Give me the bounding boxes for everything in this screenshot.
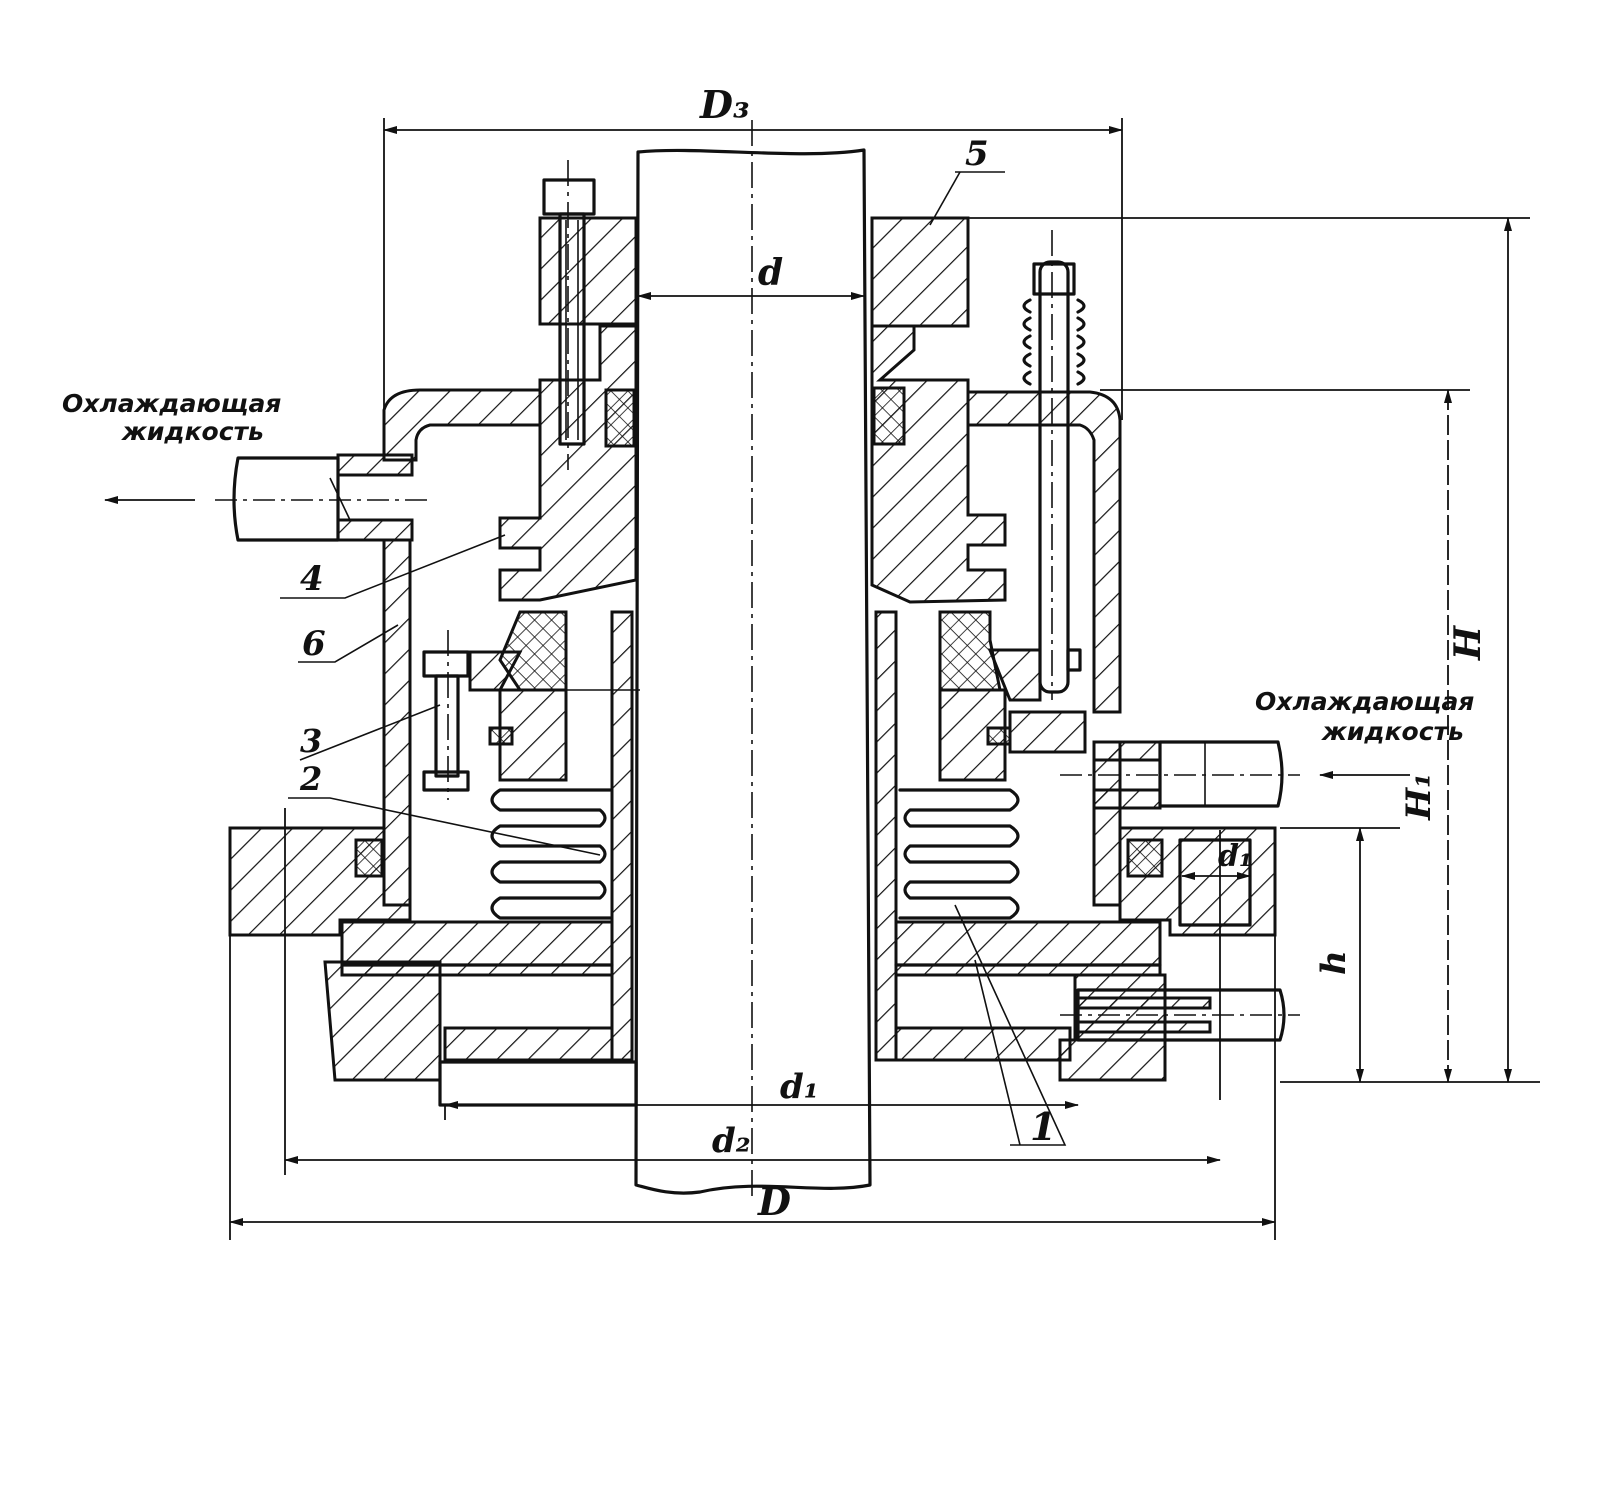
- base-flanges: [228, 826, 1300, 1107]
- label-H: H: [1447, 625, 1489, 661]
- rotating-ring: [422, 610, 1087, 792]
- gland-plate: [538, 178, 970, 446]
- spring-pin: [1022, 260, 1086, 694]
- dimensions: [104, 118, 1540, 1240]
- label-part-4: 4: [300, 559, 324, 599]
- coolant-left-line1: Охлаждающая: [62, 389, 281, 418]
- label-part-6: 6: [302, 624, 326, 664]
- labels: D₃ d d₁ d₁ d₂ D H H₁ h 5 4 6 3 2 1 Охлаж…: [62, 82, 1489, 1224]
- label-part-5: 5: [965, 134, 989, 174]
- label-d2: d₂: [712, 1121, 751, 1161]
- label-h: h: [1314, 950, 1354, 975]
- seal-housing: [382, 324, 1122, 714]
- label-D3: D₃: [699, 82, 750, 127]
- bellows: [490, 788, 1020, 920]
- coolant-right-line2: жидкость: [1321, 717, 1464, 746]
- label-d: d: [758, 252, 783, 294]
- coolant-left-line2: жидкость: [121, 417, 264, 446]
- label-part-2: 2: [299, 760, 322, 798]
- label-part-3: 3: [300, 722, 322, 760]
- coolant-right-line1: Охлаждающая: [1255, 687, 1474, 716]
- label-part-1: 1: [1030, 1104, 1056, 1149]
- shaft-sleeve: [610, 610, 898, 1062]
- label-d1-small: d₁: [1218, 839, 1252, 874]
- leaders: [280, 171, 1067, 1146]
- label-D: D: [757, 1179, 791, 1224]
- label-H1: H₁: [1399, 773, 1439, 821]
- label-d1: d₁: [780, 1067, 819, 1107]
